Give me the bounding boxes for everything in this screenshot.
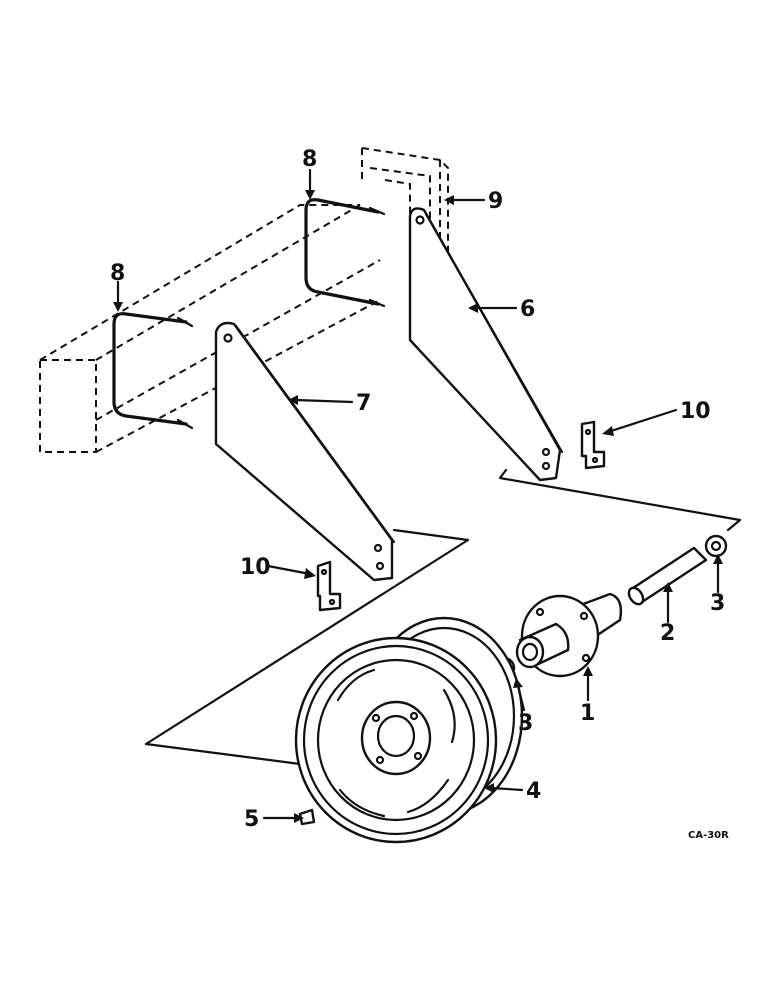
- callout-washer-right: 3: [710, 591, 725, 616]
- callout-washer-left: 3: [518, 711, 533, 736]
- frame-block-dashed-left: [39, 204, 381, 453]
- spindle: [627, 546, 708, 606]
- clip-left: [316, 560, 342, 612]
- bracket-rear: [408, 207, 564, 482]
- clip-right: [580, 420, 606, 470]
- callout-u-bolt-front: 8: [110, 261, 125, 286]
- callout-spindle: 2: [660, 621, 675, 646]
- reference-plane-lines: [144, 468, 742, 766]
- callout-frame-block: 9: [488, 189, 503, 214]
- callout-wheel: 4: [526, 779, 541, 804]
- leader-lines: [116, 168, 720, 820]
- callout-bracket-rear: 6: [520, 297, 535, 322]
- callout-clip-left: 10: [240, 555, 271, 580]
- callout-hub: 1: [580, 701, 595, 726]
- callout-clip-right: 10: [680, 399, 711, 424]
- callout-wheel-bolt: 5: [244, 807, 259, 832]
- u-bolt-rear: [304, 198, 386, 308]
- washer-right: [704, 534, 728, 558]
- hub: [515, 592, 623, 678]
- wheel: [294, 616, 524, 844]
- callout-bracket-front: 7: [356, 391, 371, 416]
- u-bolt-front: [112, 312, 194, 430]
- bracket-front: [214, 321, 396, 582]
- callout-u-bolt-rear: 8: [302, 147, 317, 172]
- wheel-bolt: [298, 808, 316, 826]
- drawing-code: CA-30R: [688, 830, 729, 841]
- arrowheads: [113, 190, 723, 823]
